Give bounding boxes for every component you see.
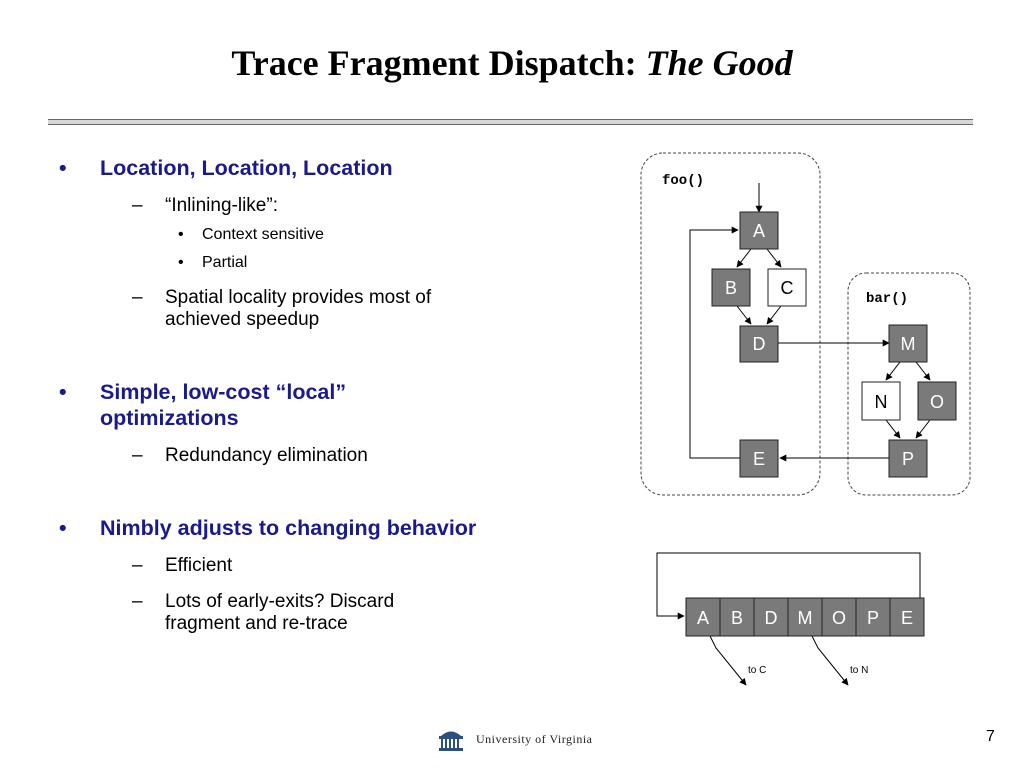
- node-b-label: B: [725, 278, 737, 298]
- exit-to-c-label: to C: [748, 665, 766, 676]
- foo-function-box: [640, 152, 821, 496]
- university-name: University of Virginia: [476, 731, 593, 746]
- university-footer: University of Virginia: [438, 727, 593, 751]
- trace-cell-7: [889, 597, 925, 637]
- bar-label: bar(): [866, 291, 908, 307]
- trace-cell-5: [821, 597, 857, 637]
- title-divider: [48, 119, 973, 125]
- bullet-list: •Location, Location, Location –“Inlining…: [55, 155, 575, 635]
- bullet-1-sub-1: –“Inlining-like”:: [132, 195, 278, 216]
- trace-cell-2: [719, 597, 755, 637]
- node-p: [888, 439, 928, 478]
- bullet-1: •Location, Location, Location: [59, 156, 393, 180]
- node-c-label: C: [781, 278, 794, 298]
- edge-c-d: [766, 305, 782, 325]
- node-c: [767, 268, 807, 307]
- title-emphasis: The Good: [645, 43, 793, 83]
- node-n-label: N: [875, 392, 888, 412]
- page-number: 7: [986, 728, 995, 745]
- bullet-3-sub-2: –Lots of early-exits? Discard fragment a…: [132, 591, 395, 634]
- node-a: [739, 211, 779, 250]
- node-o-label: O: [930, 392, 944, 412]
- trace-cell-1-label: A: [697, 608, 709, 628]
- trace-exit-to-c: [709, 635, 747, 686]
- edge-a-b: [736, 248, 752, 268]
- node-a-label: A: [753, 221, 765, 241]
- trace-cell-6: [855, 597, 891, 637]
- node-m-label: M: [901, 334, 916, 354]
- bullet-3-sub-1: –Efficient: [132, 555, 233, 576]
- bullet-1-text: Location, Location, Location: [100, 156, 393, 180]
- rotunda-logo-icon: [439, 731, 463, 751]
- bar-function-box: [847, 272, 971, 496]
- bullet-1-sub-2: –Spatial locality provides most of achie…: [132, 287, 432, 330]
- node-b: [711, 268, 751, 307]
- trace-cell-1: [685, 597, 721, 637]
- bullet-2-sub-1: –Redundancy elimination: [132, 445, 368, 466]
- node-e: [739, 439, 779, 478]
- node-d-label: D: [753, 334, 766, 354]
- bullet-3-text: Nimbly adjusts to changing behavior: [100, 516, 477, 540]
- trace-loop-edge: [656, 552, 921, 620]
- foo-label: foo(): [662, 173, 704, 189]
- title-main: Trace Fragment Dispatch:: [231, 43, 646, 83]
- node-o: [917, 381, 957, 421]
- slide-title: Trace Fragment Dispatch: The Good: [0, 42, 1024, 84]
- exit-to-n-label: to N: [850, 665, 868, 676]
- trace-cell-4-label: M: [798, 608, 813, 628]
- node-d: [739, 325, 779, 363]
- edge-n-p: [885, 419, 901, 439]
- trace-cell-3-label: D: [765, 608, 778, 628]
- edge-m-n: [885, 361, 901, 381]
- edge-b-d: [736, 305, 752, 325]
- edge-o-p: [915, 419, 931, 439]
- bullet-1-sub-1-item-1: •Context sensitive: [178, 226, 324, 243]
- node-p-label: P: [902, 449, 914, 469]
- trace-cell-2-label: B: [731, 608, 743, 628]
- trace-cell-3: [753, 597, 789, 637]
- bullet-3: •Nimbly adjusts to changing behavior: [59, 516, 477, 540]
- trace-cell-7-label: E: [901, 608, 913, 628]
- bullet-2: •Simple, low-cost “local” optimizations: [59, 380, 347, 430]
- bullet-1-sub-1-item-2: •Partial: [178, 254, 248, 271]
- node-n: [861, 381, 901, 421]
- edge-e-a-loop: [689, 226, 740, 459]
- bullet-2-text: Simple, low-cost “local” optimizations: [100, 380, 347, 430]
- node-m: [888, 324, 928, 363]
- node-e-label: E: [753, 449, 765, 469]
- trace-exit-to-n: [811, 635, 849, 686]
- edge-a-c: [766, 248, 782, 268]
- trace-cell-6-label: P: [867, 608, 879, 628]
- trace-cell-5-label: O: [832, 608, 846, 628]
- edge-m-o: [915, 361, 931, 381]
